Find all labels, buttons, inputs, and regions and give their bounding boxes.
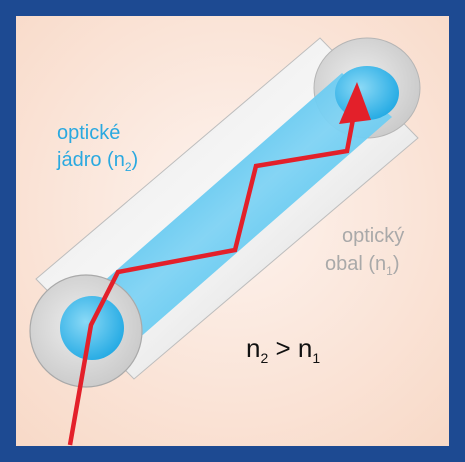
relation-n1: n [298, 333, 312, 363]
core-cylinder [71, 73, 392, 354]
relation-n2-subscript: 2 [260, 350, 268, 366]
light-ray-arrowhead [339, 82, 371, 124]
core-label-subscript: 2 [125, 160, 132, 174]
core-label-line2: jádro (n2) [56, 149, 138, 174]
refractive-relation: n2 > n1 [246, 333, 320, 366]
cladding-label-subscript: 1 [386, 264, 393, 278]
relation-operator: > [268, 333, 298, 363]
core-label-text: jádro (n [56, 149, 125, 171]
cladding-label-text: obal (n [325, 253, 386, 275]
core-label-end: ) [132, 149, 139, 171]
cladding-label-end: ) [393, 253, 400, 275]
core-label-line1: optické [57, 122, 120, 144]
relation-n1-subscript: 1 [312, 350, 320, 366]
cladding-label-line1: optický [342, 225, 404, 247]
relation-n2: n [246, 333, 260, 363]
cladding-label-line2: obal (n1) [325, 253, 400, 278]
light-ray-path [67, 97, 360, 446]
